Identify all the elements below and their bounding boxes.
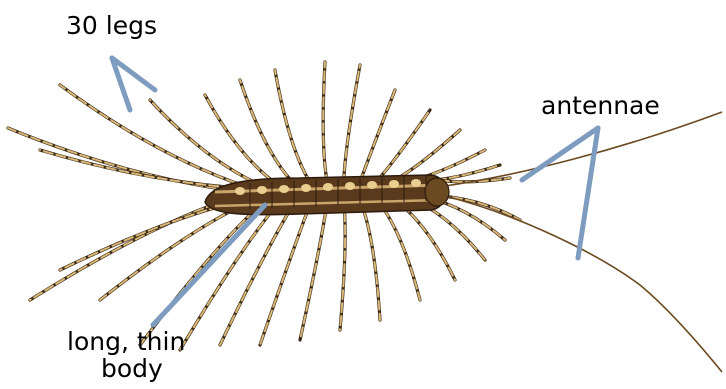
- leg-upper-9: [344, 65, 360, 183]
- leg-band-lower-9: [340, 199, 345, 330]
- antenna-upper: [445, 112, 722, 186]
- pointer-antennae-b: [578, 128, 598, 258]
- leg-upper-6: [240, 80, 295, 185]
- leg-lower-10: [360, 199, 380, 320]
- antennae-label: antennae: [541, 94, 660, 118]
- antennae-group: [445, 112, 722, 372]
- centipede-body: [205, 175, 449, 215]
- leg-band-lower-10: [360, 199, 380, 320]
- leg-band-lower-11: [376, 198, 420, 300]
- segment-plate-7: [367, 181, 377, 189]
- leg-upper-4: [150, 100, 263, 186]
- leg-lower-11: [376, 198, 420, 300]
- pointer-antennae-a: [522, 128, 598, 180]
- leg-band-upper-6: [240, 80, 295, 185]
- leg-upper-1: [8, 128, 215, 188]
- segment-plate-3: [279, 185, 289, 193]
- leg-band-upper-4: [150, 100, 263, 186]
- body-label-line1: long, thin: [67, 330, 185, 354]
- leg-band-upper-1: [8, 128, 215, 188]
- leg-band-upper-5: [205, 95, 279, 186]
- leg-band-upper-3: [60, 85, 247, 187]
- segment-plate-6: [345, 182, 355, 190]
- body-label-line2: body: [101, 357, 163, 381]
- head: [425, 178, 449, 206]
- legs-label: 30 legs: [66, 14, 157, 38]
- leg-band-lower-2: [60, 203, 231, 270]
- segment-plate-1: [235, 187, 245, 195]
- segment-plate-2: [257, 186, 267, 194]
- segment-plate-5: [323, 183, 333, 191]
- segment-plate-8: [389, 180, 399, 188]
- leg-upper-5: [205, 95, 279, 186]
- segment-plate-9: [411, 179, 421, 187]
- leg-lower-2: [60, 203, 231, 270]
- segment-plate-4: [301, 184, 311, 192]
- leg-upper-3: [60, 85, 247, 187]
